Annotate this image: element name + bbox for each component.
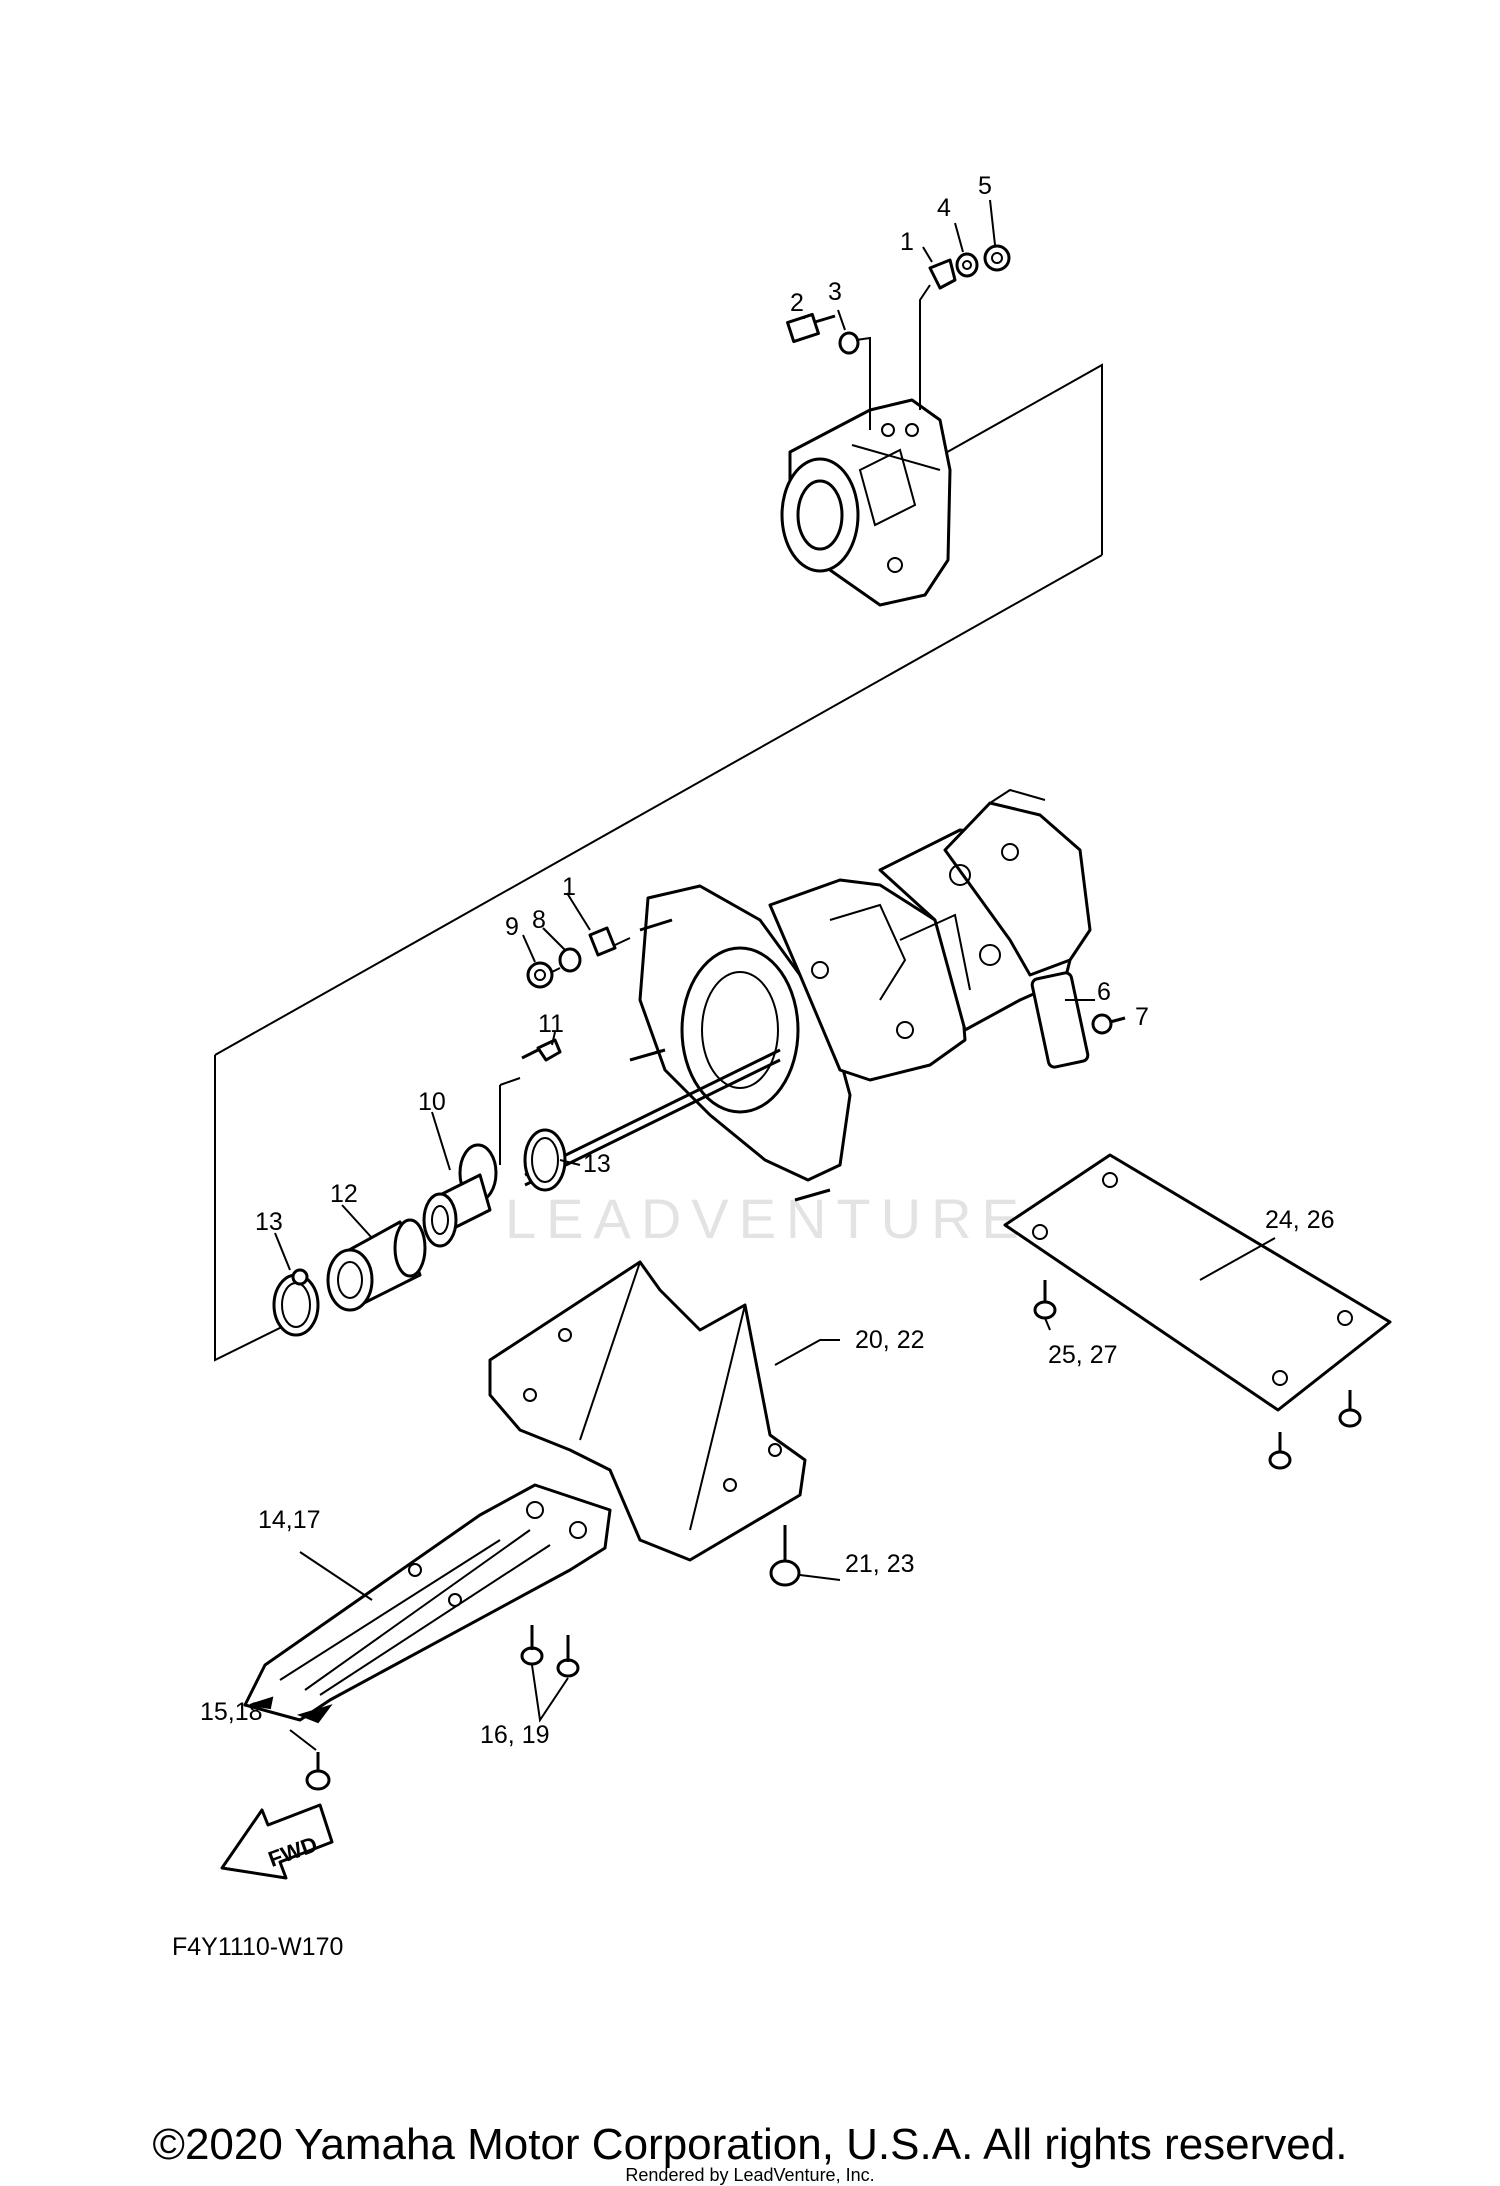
fwd-arrow-icon: FWD — [220, 1803, 334, 1880]
callout-9: 9 — [505, 913, 519, 941]
cover-plate — [1003, 1153, 1392, 1412]
clip-1b — [588, 926, 617, 957]
callout-13-upper: 13 — [583, 1150, 611, 1178]
assembly-frame-lines — [214, 363, 1103, 1362]
screw-11 — [536, 1038, 562, 1062]
callout-15-18: 15,18 — [200, 1698, 263, 1726]
callout-11: 11 — [538, 1010, 564, 1038]
watermark-text: LEADVENTURE — [505, 1187, 1029, 1250]
washer-3 — [838, 331, 860, 355]
callout-8: 8 — [532, 906, 546, 934]
pad-6 — [1030, 971, 1090, 1069]
callout-16-19: 16, 19 — [480, 1721, 550, 1749]
callout-2: 2 — [790, 289, 804, 317]
bolt-21-23 — [769, 1525, 801, 1587]
washer-4 — [955, 252, 979, 278]
housing-10 — [422, 1143, 498, 1248]
callout-20-22: 20, 22 — [855, 1326, 925, 1354]
leader-16-19 — [531, 1664, 569, 1723]
callout-7: 7 — [1135, 1003, 1149, 1031]
boot-12 — [326, 1218, 427, 1312]
screws-25-27 — [1033, 1280, 1362, 1470]
callout-10: 10 — [418, 1088, 446, 1116]
bracket-20-22 — [488, 1260, 807, 1562]
rendered-by-text: Rendered by LeadVenture, Inc. — [625, 2165, 875, 2185]
leader-1 — [919, 284, 931, 410]
clip-1 — [928, 258, 957, 290]
callout-1b: 1 — [562, 873, 576, 901]
callouts: 1 2 3 4 5 1 9 8 6 7 11 10 12 13 13 24, 2… — [200, 172, 1335, 1749]
callout-25-27: 25, 27 — [1048, 1341, 1118, 1369]
jet-pump-assembly — [524, 788, 1092, 1202]
callout-3: 3 — [828, 278, 842, 306]
callout-6: 6 — [1097, 978, 1111, 1006]
leader-3 — [855, 336, 871, 430]
callout-12: 12 — [330, 1180, 358, 1208]
bolt-2 — [786, 312, 836, 344]
callout-4: 4 — [937, 194, 951, 222]
callout-1: 1 — [900, 228, 914, 256]
callout-14-17: 14,17 — [258, 1506, 321, 1534]
screws-16-19 — [520, 1625, 580, 1678]
callout-13-lower: 13 — [255, 1208, 283, 1236]
copyright-text: ©2020 Yamaha Motor Corporation, U.S.A. A… — [152, 2120, 1348, 2169]
upper-housing — [780, 398, 952, 607]
washer-8 — [558, 947, 582, 973]
leader-14-17 — [299, 1551, 373, 1601]
callout-leaders — [274, 199, 1276, 1331]
leader-20-22 — [774, 1339, 840, 1366]
intake-grate-14-17 — [243, 1483, 612, 1724]
nut-9 — [526, 961, 554, 989]
callout-24-26: 24, 26 — [1265, 1206, 1335, 1234]
screw-15-18 — [305, 1752, 331, 1791]
bolt-7 — [1091, 1013, 1113, 1035]
callout-21-23: 21, 23 — [845, 1550, 915, 1578]
nut-5 — [983, 244, 1011, 272]
callout-5: 5 — [978, 172, 992, 200]
diagram-code: F4Y1110-W170 — [172, 1933, 343, 1961]
